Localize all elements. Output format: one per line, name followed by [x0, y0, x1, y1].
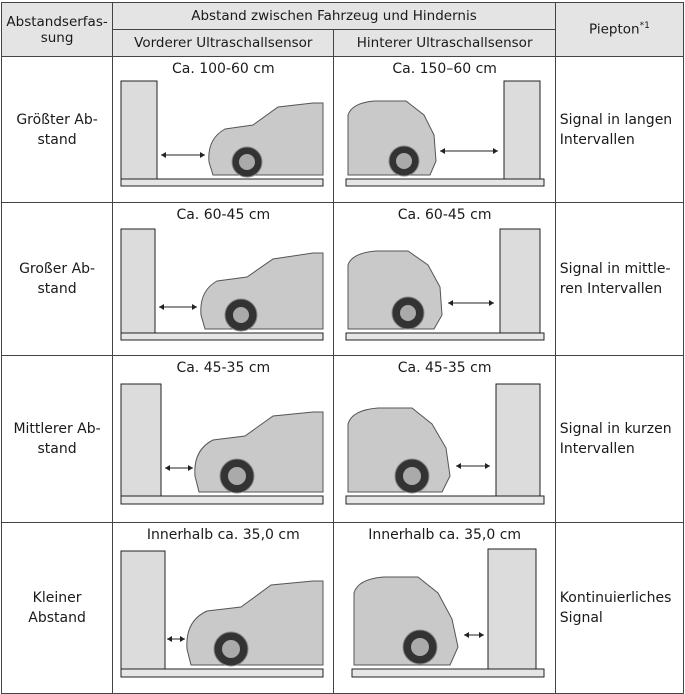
row-label: Kleiner Abstand — [0, 522, 114, 694]
rear-diagram-cell: Ca. 60-45 cm — [333, 202, 556, 356]
front-distance-caption: Ca. 100-60 cm — [171, 61, 275, 77]
ground-line — [345, 495, 545, 505]
header-detection-l1: Abstandserfas- — [6, 13, 108, 30]
front-distance-caption: Ca. 60-45 cm — [176, 207, 271, 223]
front-diagram-cell: Innerhalb ca. 35,0 cm — [112, 522, 335, 694]
obstacle-wall — [503, 80, 541, 180]
front-diagram — [120, 383, 324, 505]
front-diagram — [120, 550, 324, 678]
front-distance-caption: Ca. 45-35 cm — [176, 360, 271, 376]
header-distance-group: Abstand zwischen Fahrzeug und Hindernis — [112, 2, 556, 30]
ground-line — [120, 332, 324, 341]
ground-line — [120, 668, 324, 678]
rear-diagram — [345, 228, 545, 341]
obstacle-wall — [120, 383, 162, 497]
header-detection-l2: sung — [40, 29, 74, 46]
header-rear-sensor: Hinterer Ultraschallsensor — [333, 29, 556, 57]
rear-distance-caption: Ca. 60-45 cm — [397, 207, 492, 223]
obstacle-wall — [120, 80, 158, 180]
table-row: Mittlerer Ab-stand Ca. 45-35 cm Ca. 45-3… — [0, 355, 685, 523]
front-diagram-cell: Ca. 45-35 cm — [112, 355, 335, 523]
rear-diagram — [345, 80, 545, 187]
header-beep-label: Piepton — [588, 21, 640, 38]
car-rear-view — [347, 250, 443, 330]
rear-distance-caption: Innerhalb ca. 35,0 cm — [368, 527, 522, 543]
front-diagram-cell: Ca. 100-60 cm — [112, 56, 335, 203]
row-label: Mittlerer Ab-stand — [0, 355, 114, 523]
car-front-view — [194, 411, 324, 494]
obstacle-wall — [495, 383, 541, 497]
rear-diagram-cell: Ca. 150–60 cm — [333, 56, 556, 203]
front-distance-caption: Innerhalb ca. 35,0 cm — [146, 527, 300, 543]
car-front-view — [200, 252, 324, 332]
rear-distance-caption: Ca. 45-35 cm — [397, 360, 492, 376]
table-row: Größter Ab-stand Ca. 100-60 cm Ca. 150–6… — [0, 56, 685, 203]
row-label: Größter Ab-stand — [0, 56, 114, 203]
header-beep: Piepton*1 — [554, 2, 685, 57]
ground-line — [345, 332, 545, 341]
obstacle-wall — [120, 228, 156, 334]
car-rear-view — [347, 100, 437, 177]
beep-cell: Signal in mittle-ren Intervallen — [554, 202, 685, 356]
ground-line — [351, 668, 545, 678]
obstacle-wall — [487, 548, 537, 670]
header-front-sensor: Vorderer Ultraschallsensor — [112, 29, 335, 57]
rear-diagram — [351, 548, 545, 678]
obstacle-wall — [120, 550, 166, 670]
row-label: Großer Ab-stand — [0, 202, 114, 356]
rear-distance-caption: Ca. 150–60 cm — [392, 61, 497, 77]
front-diagram — [120, 80, 324, 187]
car-front-view — [208, 102, 324, 178]
obstacle-wall — [499, 228, 541, 334]
rear-diagram-cell: Innerhalb ca. 35,0 cm — [333, 522, 556, 694]
rear-diagram-cell: Ca. 45-35 cm — [333, 355, 556, 523]
car-rear-view — [347, 407, 451, 494]
car-front-view — [186, 580, 324, 667]
table-row: Großer Ab-stand Ca. 60-45 cm Ca. 60-45 c… — [0, 202, 685, 356]
rear-diagram — [345, 383, 545, 505]
front-diagram — [120, 228, 324, 341]
ground-line — [345, 178, 545, 187]
header-detection: Abstandserfas- sung — [0, 2, 114, 57]
car-rear-view — [353, 576, 459, 666]
front-diagram-cell: Ca. 60-45 cm — [112, 202, 335, 356]
table-row: Kleiner Abstand Innerhalb ca. 35,0 cm In… — [0, 522, 685, 694]
ground-line — [120, 495, 324, 505]
header-beep-footnote: *1 — [639, 21, 650, 32]
